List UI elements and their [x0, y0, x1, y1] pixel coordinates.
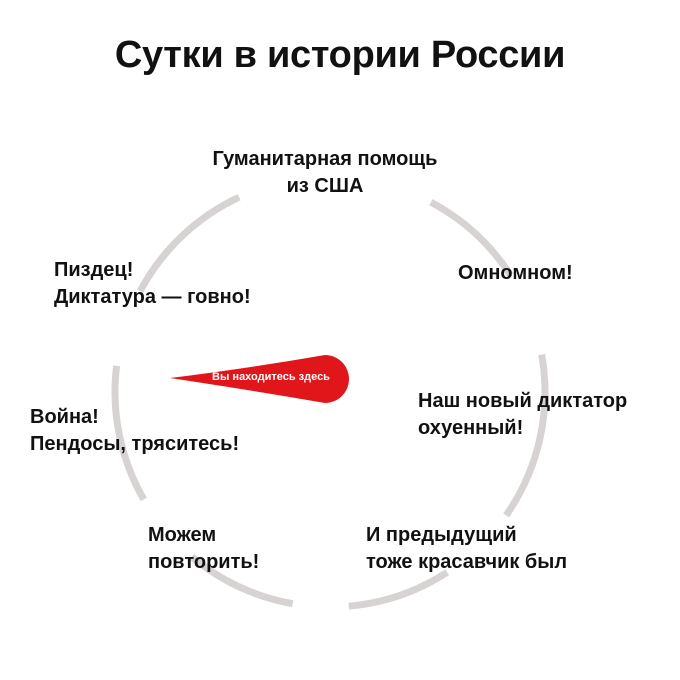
pointer-needle [170, 355, 349, 403]
cycle-ring [111, 193, 549, 610]
pointer-label: Вы находитесь здесь [212, 371, 330, 383]
stage-label-dictatorship-bad: Пиздец!Диктатура — говно! [54, 259, 251, 308]
ring-segment [503, 354, 549, 518]
stage-label-omnomnom: Омномном! [458, 262, 573, 284]
ring-segment [348, 569, 450, 610]
page-title: Сутки в истории России [114, 34, 566, 76]
ring-segment [111, 365, 147, 502]
ring-segment [429, 199, 514, 277]
stage-label-war: Война!Пендосы, тряситесь! [30, 406, 240, 455]
ring-segment [137, 193, 241, 293]
ring-segment [189, 554, 294, 608]
